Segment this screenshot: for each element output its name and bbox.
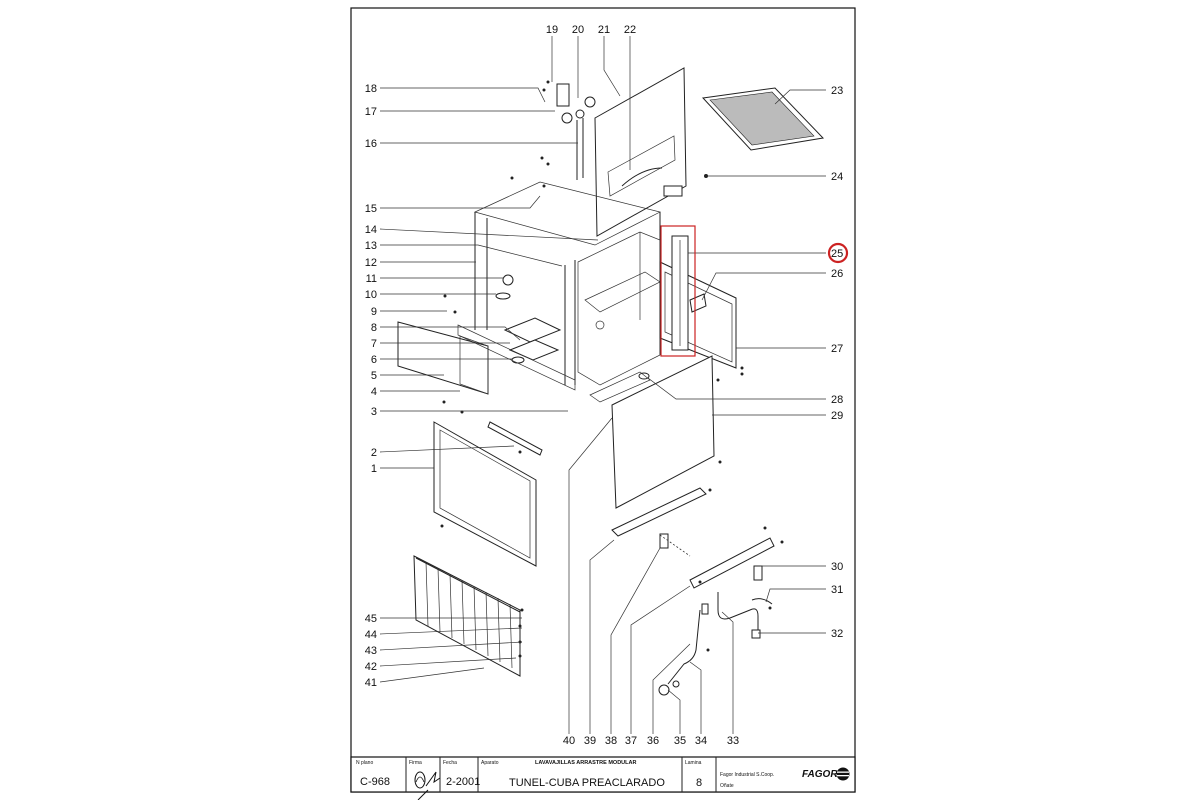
part-label-36: 36 <box>647 735 659 747</box>
part-label-16: 16 <box>365 138 377 150</box>
part-label-39: 39 <box>584 735 596 747</box>
part-label-24: 24 <box>831 171 843 183</box>
part-label-21: 21 <box>598 24 610 36</box>
part-label-11: 11 <box>366 273 377 285</box>
part-label-8: 8 <box>371 322 377 334</box>
bottom-part-labels: 40 39 38 37 36 35 34 33 <box>563 735 739 747</box>
part-label-1: 1 <box>371 463 377 475</box>
part-label-32: 32 <box>831 628 843 640</box>
drawing-title: TUNEL-CUBA PREACLARADO <box>509 777 665 789</box>
right-part-labels: 23 24 25 26 27 28 29 30 31 32 <box>831 85 843 640</box>
part-label-18: 18 <box>365 83 377 95</box>
part-label-22: 22 <box>624 24 636 36</box>
part-label-19: 19 <box>546 24 558 36</box>
company-city: Oñate <box>720 783 734 789</box>
part-label-12: 12 <box>365 257 377 269</box>
part-label-37: 37 <box>625 735 637 747</box>
part-label-33: 33 <box>727 735 739 747</box>
fagor-logo-icon <box>836 767 850 781</box>
date-value: 2-2001 <box>446 776 480 788</box>
sign-label: Firma <box>409 760 422 766</box>
part-label-26: 26 <box>831 268 843 280</box>
parts-artwork <box>397 67 825 696</box>
part-label-40: 40 <box>563 735 575 747</box>
part-label-23: 23 <box>831 85 843 97</box>
part-label-9: 9 <box>371 306 377 318</box>
part-label-3: 3 <box>371 406 377 418</box>
part-label-34: 34 <box>695 735 707 747</box>
part-label-10: 10 <box>365 289 377 301</box>
part-label-6: 6 <box>371 354 377 366</box>
part-label-43: 43 <box>365 645 377 657</box>
highlight-circle-label-25 <box>827 242 849 264</box>
title-block: N plano C-968 Firma Fecha 2-2001 Aparato… <box>350 756 856 800</box>
part-label-15: 15 <box>365 203 377 215</box>
part-label-29: 29 <box>831 410 843 422</box>
date-label: Fecha <box>443 760 457 766</box>
part-label-41: 41 <box>365 677 377 689</box>
device-value: LAVAVAJILLAS ARRASTRE MODULAR <box>535 760 636 766</box>
signature-icon <box>414 771 441 800</box>
plan-label: N plano <box>356 760 373 766</box>
part-label-27: 27 <box>831 343 843 355</box>
part-label-20: 20 <box>572 24 584 36</box>
part-label-31: 31 <box>831 584 843 596</box>
part-label-30: 30 <box>831 561 843 573</box>
part-label-2: 2 <box>371 447 377 459</box>
brand-logo-text: FAGOR <box>802 769 838 780</box>
part-label-14: 14 <box>365 224 377 236</box>
part-label-25: 25 <box>831 248 843 260</box>
part-label-4: 4 <box>371 386 377 398</box>
part-label-35: 35 <box>674 735 686 747</box>
part-label-42: 42 <box>365 661 377 673</box>
plan-value: C-968 <box>360 776 390 788</box>
part-label-28: 28 <box>831 394 843 406</box>
part-label-17: 17 <box>365 106 377 118</box>
part-label-38: 38 <box>605 735 617 747</box>
part-label-44: 44 <box>365 629 377 641</box>
sheet-value: 8 <box>696 777 702 789</box>
part-label-7: 7 <box>371 338 377 350</box>
device-label: Aparato <box>481 760 499 766</box>
top-part-labels: 19 20 21 22 <box>546 24 636 36</box>
part-label-13: 13 <box>365 240 377 252</box>
part-label-5: 5 <box>371 370 377 382</box>
part-label-45: 45 <box>365 613 377 625</box>
leader-lines <box>379 36 826 734</box>
company-name: Fagor Industrial S.Coop. <box>720 772 774 778</box>
highlight-box-part-25 <box>660 225 696 357</box>
sheet-label: Lamina <box>685 760 702 766</box>
